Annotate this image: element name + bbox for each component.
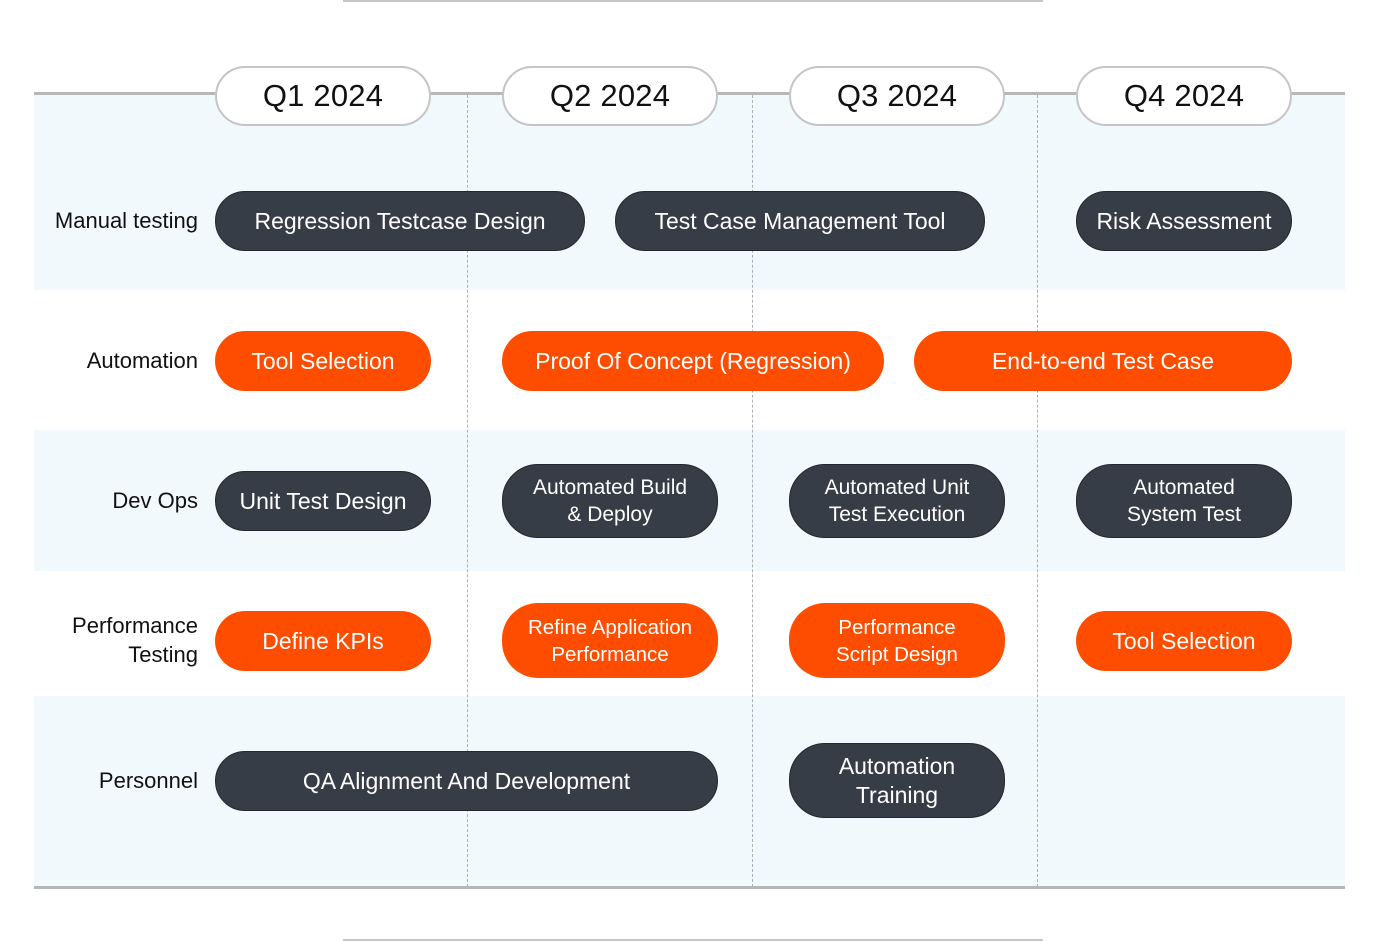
quarter-divider [1037, 95, 1038, 887]
row-label-personnel: Personnel [98, 767, 198, 793]
item-performance-script-design: Performance Script Design [789, 603, 1005, 678]
quarter-header-q4: Q4 2024 [1076, 66, 1292, 126]
item-automated-system-test: Automated System Test [1076, 464, 1292, 538]
item-automated-build-deploy: Automated Build & Deploy [502, 464, 718, 538]
item-tool-selection-automation: Tool Selection [215, 331, 431, 391]
item-tool-selection-performance: Tool Selection [1076, 611, 1292, 671]
item-end-to-end-test-case: End-to-end Test Case [914, 331, 1292, 391]
item-risk-assessment: Risk Assessment [1076, 191, 1292, 251]
row-label-automation: Automation [86, 347, 198, 373]
item-automated-unit-test-execution: Automated Unit Test Execution [789, 464, 1005, 538]
row-label-performance-testing: Performance Testing [72, 613, 198, 667]
quarter-header-q2: Q2 2024 [502, 66, 718, 126]
bottom-decor-line [343, 939, 1043, 941]
item-proof-of-concept: Proof Of Concept (Regression) [502, 331, 884, 391]
item-qa-alignment-and-development: QA Alignment And Development [215, 751, 718, 811]
item-define-kpis: Define KPIs [215, 611, 431, 671]
quarter-divider [467, 95, 468, 887]
item-refine-application-performance: Refine Application Performance [502, 603, 718, 678]
footer-rule [34, 886, 1345, 889]
item-unit-test-design: Unit Test Design [215, 471, 431, 531]
row-label-manual-testing: Manual testing [54, 207, 198, 233]
item-automation-training: Automation Training [789, 743, 1005, 818]
top-decor-line [343, 0, 1043, 2]
row-label-dev-ops: Dev Ops [112, 487, 198, 513]
item-test-case-management-tool: Test Case Management Tool [615, 191, 985, 251]
quarter-header-q1: Q1 2024 [215, 66, 431, 126]
quarter-divider [752, 95, 753, 887]
quarter-header-q3: Q3 2024 [789, 66, 1005, 126]
item-regression-testcase-design: Regression Testcase Design [215, 191, 585, 251]
